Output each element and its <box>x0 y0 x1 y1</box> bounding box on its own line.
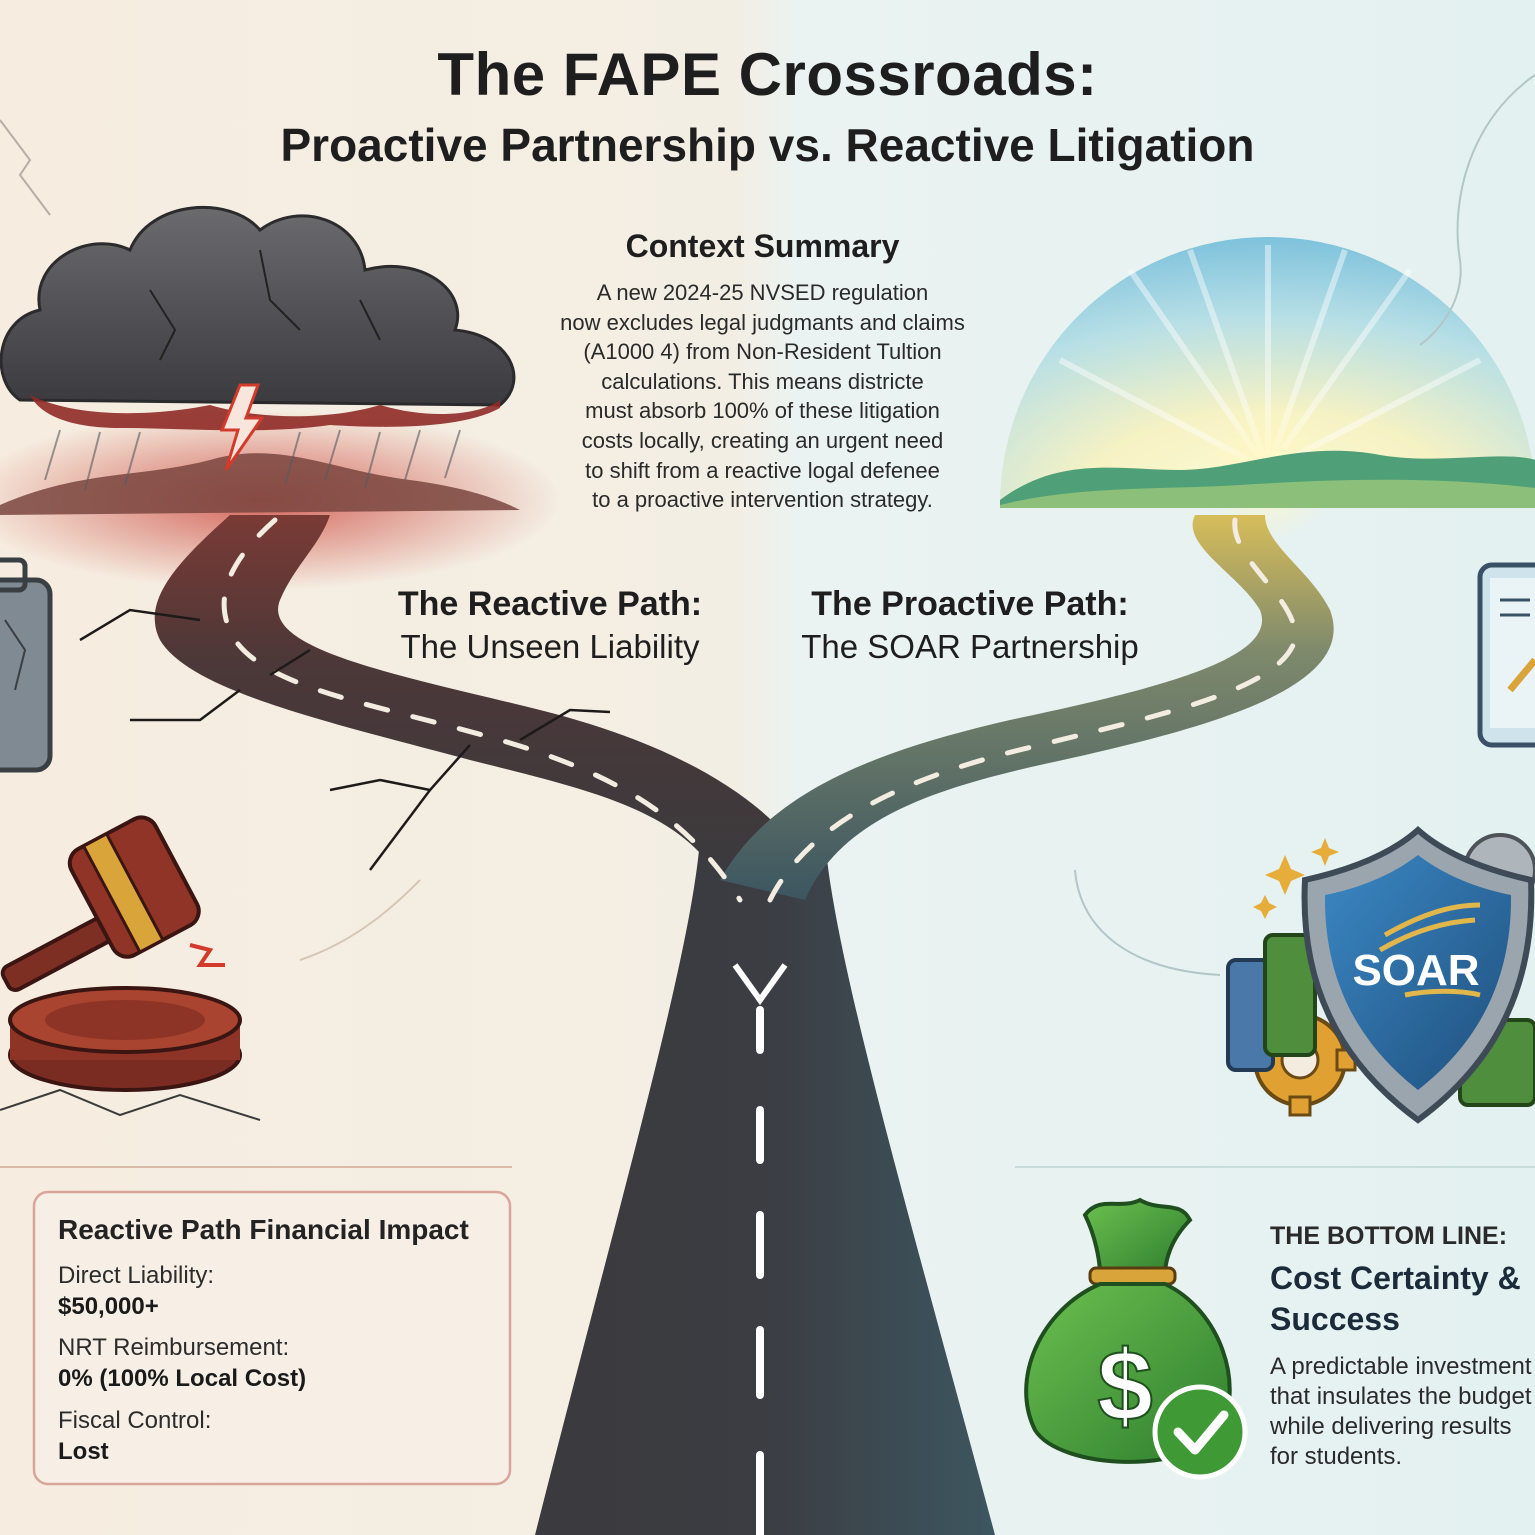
context-line: to a proactive intervention strategy. <box>592 487 933 513</box>
svg-text:$: $ <box>1097 1330 1153 1442</box>
bottom-line-label: THE BOTTOM LINE: <box>1270 1222 1508 1250</box>
bottom-line-body-line: that insulates the budget <box>1270 1383 1532 1410</box>
context-line: to shift from a reactive logal defenee <box>585 457 940 483</box>
bottom-line-title-line: Cost Certainty & <box>1270 1260 1521 1296</box>
fiscal-control-label: Fiscal Control: <box>58 1407 212 1434</box>
direct-liability-label: Direct Liability: <box>58 1262 215 1289</box>
reactive-path-subheading: The Unseen Liability <box>400 628 700 665</box>
context-line: (A1000 4) from Non-Resident Tultion <box>583 339 942 365</box>
context-heading: Context Summary <box>625 228 900 264</box>
laptop-chart-icon <box>1477 562 1535 748</box>
bottom-line-body: A predictable investment that insulates … <box>1270 1352 1535 1472</box>
page-title: The FAPE Crossroads: <box>437 41 1098 108</box>
bottom-line-title: Cost Certainty & Success <box>1270 1258 1535 1340</box>
bottom-line-body-line: A predictable investment <box>1270 1353 1532 1380</box>
swirl-left-mid <box>299 879 421 961</box>
briefcase-icon <box>0 557 53 773</box>
context-line: A new 2024-25 NVSED regulation <box>596 280 929 305</box>
coin-stack-icon <box>1226 933 1535 1107</box>
road <box>79 515 1334 1535</box>
sunrise-icon <box>1000 237 1535 540</box>
swirl-right-mid <box>1074 869 1221 976</box>
context-line: calculations. This means districte <box>601 368 924 394</box>
context-body: A new 2024-25 NVSED regulation now exclu… <box>520 278 1005 515</box>
context-line: now excludes legal judgmants and claims <box>560 309 965 335</box>
financial-impact-card <box>32 1190 512 1486</box>
shield-icon: SOAR <box>1301 825 1535 1124</box>
page-subtitle: Proactive Partnership vs. Reactive Litig… <box>280 119 1255 171</box>
storm-cloud-icon <box>0 205 516 491</box>
proactive-path-subheading: The SOAR Partnership <box>801 628 1139 665</box>
bottom-line-body-line: while delivering results <box>1270 1413 1512 1440</box>
gavel-icon <box>0 815 261 1121</box>
sparkle-icons <box>1253 838 1339 919</box>
shield-label: SOAR <box>1352 946 1479 995</box>
bolt-line-left <box>0 119 51 216</box>
nrt-reimbursement-value: 0% (100% Local Cost) <box>58 1365 307 1392</box>
checkmark-icon <box>1152 1384 1248 1480</box>
nrt-reimbursement-label: NRT Reimbursement: <box>58 1334 290 1361</box>
bottom-line-title-line: Success <box>1270 1301 1400 1337</box>
swirl-right-top <box>1419 74 1535 346</box>
context-line: must absorb 100% of these litigation <box>585 398 940 424</box>
storm-hills <box>0 453 520 515</box>
context-line: costs locally, creating an urgent need <box>581 427 944 453</box>
fiscal-control-value: Lost <box>58 1438 109 1465</box>
bottom-line-body-line: for students. <box>1270 1443 1403 1470</box>
financial-impact-title: Reactive Path Financial Impact <box>58 1214 469 1245</box>
proactive-path-heading: The Proactive Path: <box>811 585 1129 623</box>
lightning-icon <box>219 383 265 471</box>
direct-liability-value: $50,000+ <box>58 1293 159 1320</box>
reactive-path-heading: The Reactive Path: <box>397 585 703 623</box>
